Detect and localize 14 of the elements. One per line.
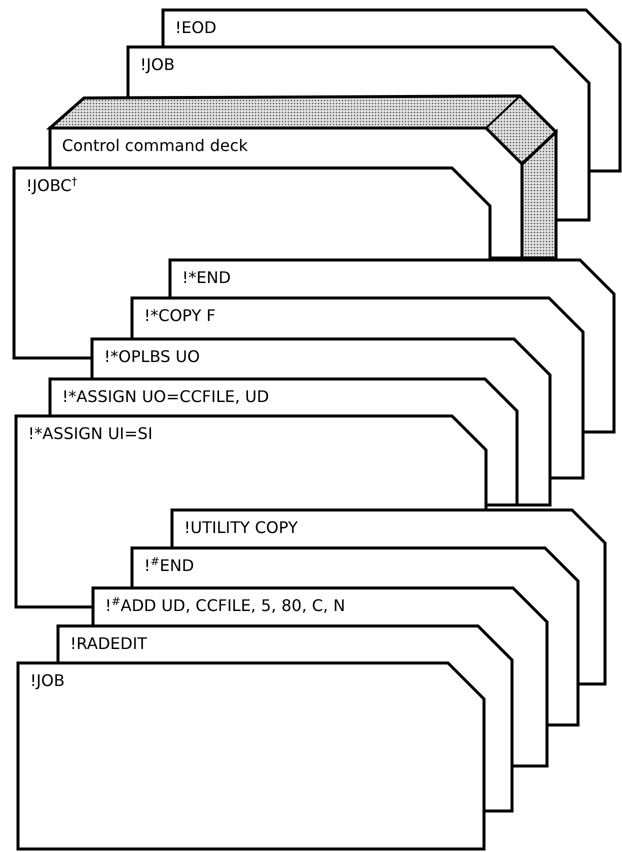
card-label: Control command deck (62, 136, 248, 156)
card-label: !RADEDIT (70, 634, 148, 654)
card-label: !JOBC$^{†}$ (26, 176, 78, 196)
card-label: !*OPLBS UO (104, 347, 200, 367)
card-label: !JOB (30, 671, 65, 691)
card-label: !UTILITY COPY (184, 518, 298, 538)
card-label: !$^{#}$END (144, 556, 194, 576)
card-label: !JOB (140, 55, 175, 75)
card-label: !*ASSIGN UI=SI (28, 424, 153, 444)
card-label: !$^{#}$ADD UD, CCFILE, 5, 80, C, N (105, 596, 346, 616)
card-label: !EOD (175, 18, 216, 38)
card-label: !*COPY F (144, 306, 216, 326)
card-label: !*END (182, 268, 231, 288)
card-label: !*ASSIGN UO=CCFILE, UD (62, 387, 270, 407)
